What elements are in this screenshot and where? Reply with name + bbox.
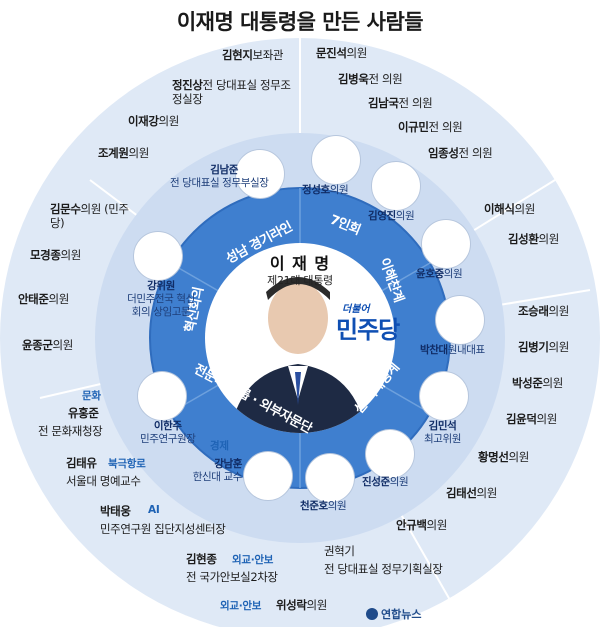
tag-economy: 경제 — [210, 440, 229, 452]
tag-diplomacy-1: 외교·안보 — [232, 554, 274, 566]
tag-north-route: 북극항로 — [108, 458, 146, 470]
agency-logo: 연합뉴스 — [366, 606, 421, 622]
label-kim-munsu: 김문수의원 (민주당) — [50, 202, 129, 230]
label-kim-hyeonjong-name: 김현종 — [186, 552, 217, 566]
caption-jeong-seongho: 정성호의원 — [302, 184, 349, 196]
label-lee-haesik: 이해식의원 — [484, 202, 535, 216]
agency-icon — [366, 608, 378, 620]
label-park-taeung-name: 박태웅 — [100, 504, 131, 518]
label-im-jongseong: 임종성전 의원 — [428, 146, 493, 160]
tag-culture: 문화 — [82, 390, 101, 402]
label-park-taeung-role: 민주연구원 집단지성센터장 — [100, 522, 226, 536]
label-kim-byeonggi: 김병기의원 — [518, 340, 569, 354]
label-park-seongjun: 박성준의원 — [512, 376, 563, 390]
avatar-cheon-junho — [306, 454, 354, 502]
tag-ai: AI — [148, 504, 160, 516]
label-yu-hongjun-role: 전 문화재청장 — [38, 424, 103, 438]
label-gwon-hyeokgi-name: 권혁기 — [324, 544, 355, 558]
label-kim-hyeonji: 김현지보좌관 — [222, 48, 284, 62]
label-gwon-hyeokgi-role: 전 당대표실 정무기획실장 — [324, 562, 443, 576]
label-kim-byeonguk: 김병욱전 의원 — [338, 72, 403, 86]
center-portrait — [230, 277, 366, 433]
center-name: 이 재 명 — [269, 254, 331, 273]
label-kim-taeyu-name: 김태유 — [66, 456, 97, 470]
avatar-jin-seongjun — [366, 430, 414, 478]
center-subtitle: 제21대 대통령 — [267, 274, 333, 287]
label-kim-taeyu-role: 서울대 명예교수 — [66, 474, 141, 488]
label-yun-jonggun: 윤종군의원 — [22, 338, 73, 352]
label-kim-hyeonjong-role: 전 국가안보실2차장 — [186, 570, 278, 584]
label-an-taejun: 안태준의원 — [18, 292, 69, 306]
caption-park-chandae: 박찬대원내대표 — [420, 344, 485, 356]
avatar-kim-namjun — [236, 150, 284, 198]
avatar-kang-namhun — [244, 452, 292, 500]
label-kim-namguk: 김남국전 의원 — [368, 96, 433, 110]
party-logo: 민주당 — [336, 316, 400, 344]
avatar-jeong-seongho — [312, 136, 360, 184]
avatar-kang-wiwon — [134, 232, 182, 280]
caption-kim-yeongjin: 김영진의원 — [368, 210, 415, 222]
avatar-kim-minseok — [420, 372, 468, 420]
label-kim-taeseon: 김태선의원 — [446, 486, 497, 500]
label-kim-yundeok: 김윤덕의원 — [506, 412, 557, 426]
label-mun-jinseok: 문진석의원 — [316, 46, 367, 60]
label-jo-gyewon: 조계원의원 — [98, 146, 149, 160]
label-yu-hongjun-name: 유홍준 — [68, 406, 99, 420]
chart-title: 이재명 대통령을 만든 사람들 — [176, 10, 424, 34]
avatar-park-chandae — [436, 296, 484, 344]
label-jo-seungrae: 조승래의원 — [518, 304, 569, 318]
label-mo-gyeongjong: 모경종의원 — [30, 248, 81, 262]
label-hwang-myeongseon: 황명선의원 — [478, 450, 529, 464]
caption-yun-hojung: 윤호중의원 — [416, 268, 463, 280]
party-logo-small: 더불어 — [342, 304, 370, 315]
avatar-lee-hanju — [138, 372, 186, 420]
label-wi-seongrak: 위성락의원 — [276, 598, 327, 612]
avatar-yun-hojung — [422, 220, 470, 268]
tag-diplomacy-2: 외교·안보 — [220, 600, 262, 612]
label-lee-jaegang: 이재강의원 — [128, 114, 179, 128]
label-jeong-jinsang: 정진상전 당대표실 정무조정실장 — [172, 78, 291, 106]
caption-jin-seongjun: 진성준의원 — [362, 476, 409, 488]
caption-cheon-junho: 천준호의원 — [300, 500, 347, 512]
label-lee-gyumin: 이규민전 의원 — [398, 120, 463, 134]
label-an-gyubaek: 안규백의원 — [396, 518, 447, 532]
avatar-kim-yeongjin — [372, 162, 420, 210]
label-kim-seonghwan: 김성환의원 — [508, 232, 559, 246]
